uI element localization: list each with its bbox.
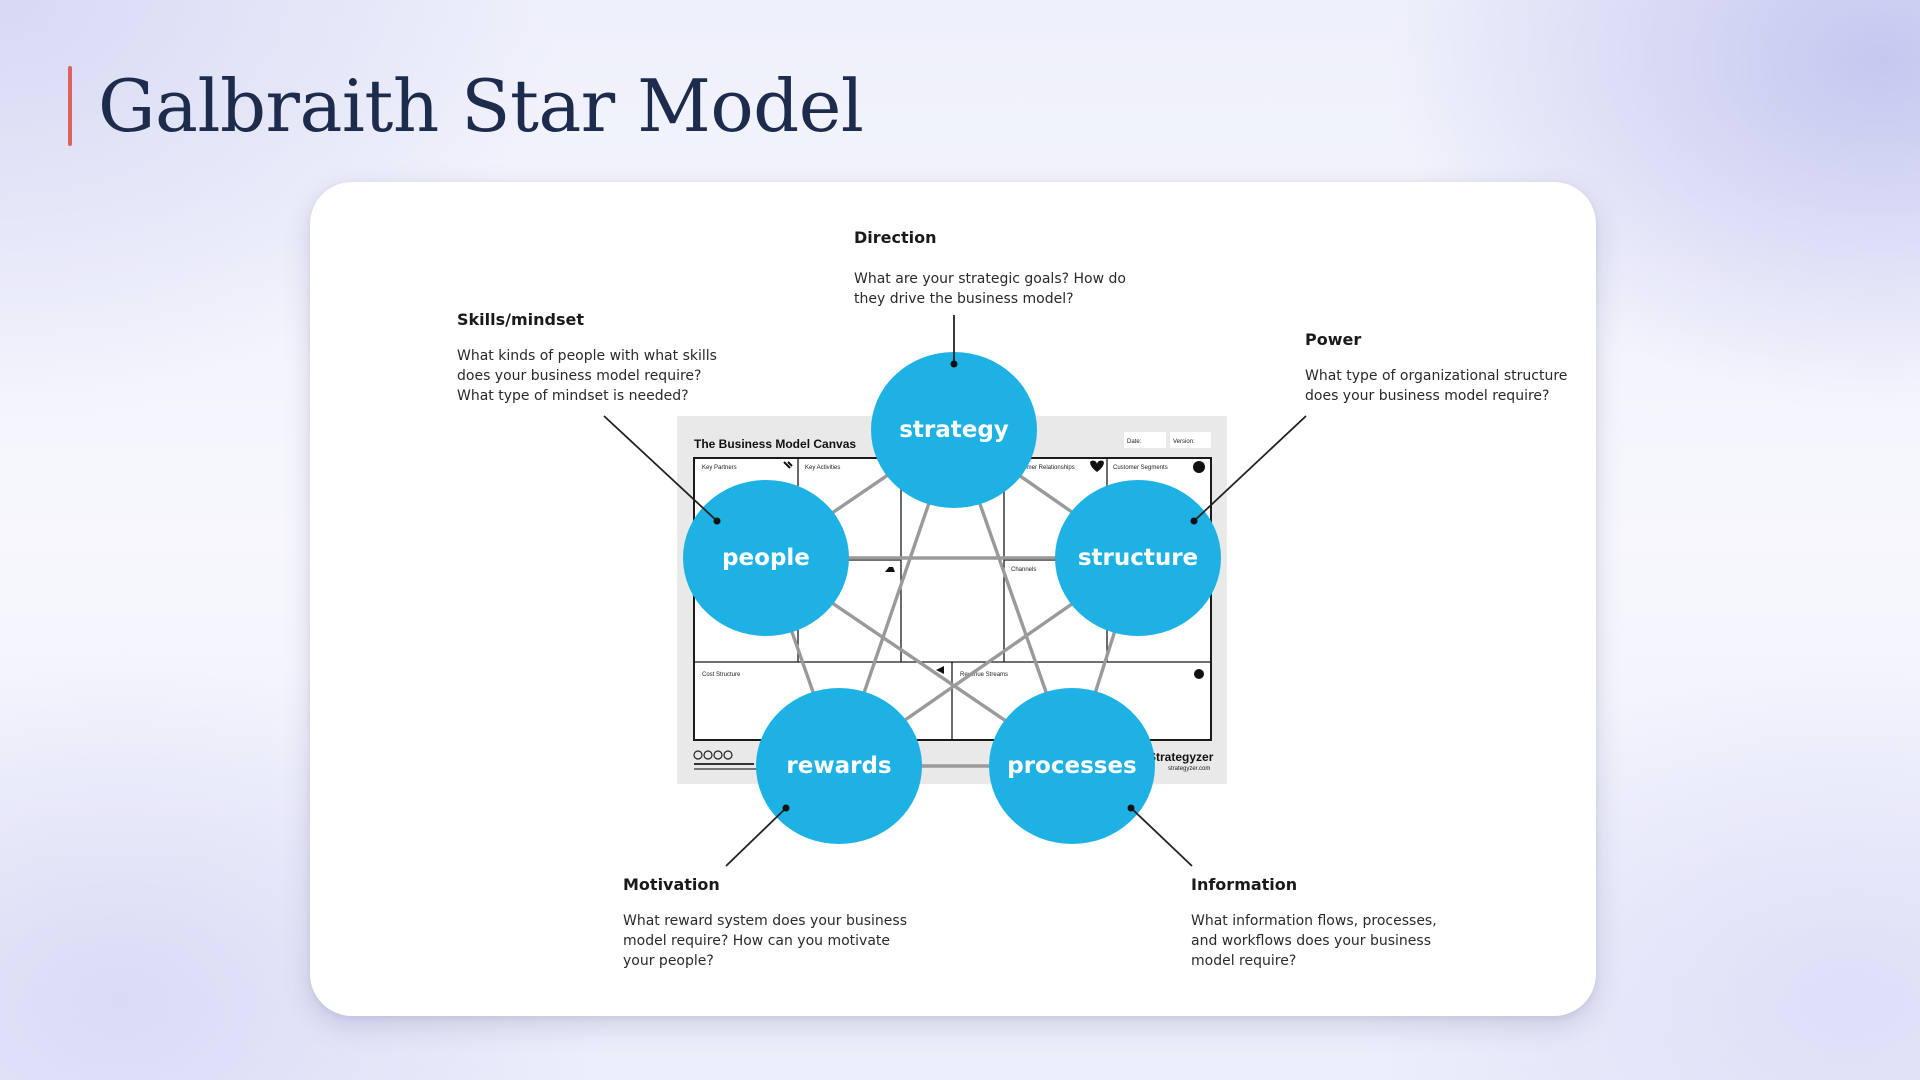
annotation-direction-line-2: they drive the business model?	[854, 291, 1074, 307]
node-label-strategy: strategy	[899, 417, 1009, 443]
title-accent-bar	[68, 66, 72, 146]
canvas-cell-customer-relationships: Customer Relationships	[1011, 465, 1075, 471]
node-structure: structure	[1055, 480, 1221, 636]
annotation-information-heading: Information	[1191, 875, 1298, 894]
truck-icon	[885, 567, 895, 572]
canvas-cell-cost-structure: Cost Structure	[702, 672, 741, 678]
leader-information	[1130, 807, 1193, 867]
annotation-direction-heading: Direction	[854, 228, 937, 247]
money-bag-icon	[1194, 669, 1204, 679]
node-label-people: people	[722, 545, 810, 571]
heart-icon	[1090, 460, 1104, 472]
annotation-motivation-line-3: your people?	[623, 953, 714, 969]
canvas-brand-url: strategyzer.com	[1168, 766, 1210, 772]
segments-icon	[1193, 461, 1205, 473]
node-rewards: rewards	[756, 688, 922, 844]
annotation-skills-heading: Skills/mindset	[457, 310, 585, 329]
annotation-skills-line-3: What type of mindset is needed?	[457, 388, 689, 404]
canvas-cell-customer-segments: Customer Segments	[1113, 465, 1168, 471]
node-label-structure: structure	[1078, 545, 1198, 571]
leader-power	[1193, 415, 1307, 522]
annotation-direction-line-1: What are your strategic goals? How do	[854, 271, 1126, 287]
leader-motivation	[725, 807, 787, 867]
annotation-motivation-heading: Motivation	[623, 875, 720, 894]
canvas-footer-icons	[693, 750, 760, 770]
canvas-cell-key-partners: Key Partners	[702, 465, 737, 471]
node-people: people	[683, 480, 849, 636]
annotation-power-heading: Power	[1305, 330, 1362, 349]
canvas-cell-revenue-streams: Revenue Streams	[960, 672, 1008, 678]
leader-skills	[603, 415, 718, 522]
node-label-rewards: rewards	[786, 753, 891, 779]
canvas-version-field: Version:	[1173, 439, 1195, 445]
leader-lines	[603, 315, 1307, 867]
annotation-skills-line-2: does your business model require?	[457, 368, 702, 384]
link-icon	[783, 461, 793, 469]
page-title: Galbraith Star Model	[98, 64, 864, 148]
annotation-information-line-1: What information flows, processes,	[1191, 913, 1437, 929]
canvas-cell-channels: Channels	[1011, 567, 1036, 573]
canvas-cell-key-activities: Key Activities	[805, 465, 840, 471]
annotation-motivation-line-1: What reward system does your business	[623, 913, 907, 929]
annotation-power-line-2: does your business model require?	[1305, 388, 1550, 404]
annotation-information-line-2: and workflows does your business	[1191, 933, 1432, 949]
canvas-title: The Business Model Canvas	[694, 437, 856, 451]
annotation-information-line-3: model require?	[1191, 953, 1297, 969]
canvas-date-field: Date:	[1127, 439, 1142, 445]
canvas-brand: Strategyzer	[1148, 750, 1214, 764]
node-strategy: strategy	[871, 352, 1037, 508]
node-processes: processes	[989, 688, 1155, 844]
annotation-power-line-1: What type of organizational structure	[1305, 368, 1568, 384]
node-label-processes: processes	[1007, 753, 1137, 779]
annotation-motivation-line-2: model require? How can you motivate	[623, 933, 891, 949]
tag-icon	[936, 666, 944, 674]
annotation-skills-line-1: What kinds of people with what skills	[457, 348, 717, 364]
